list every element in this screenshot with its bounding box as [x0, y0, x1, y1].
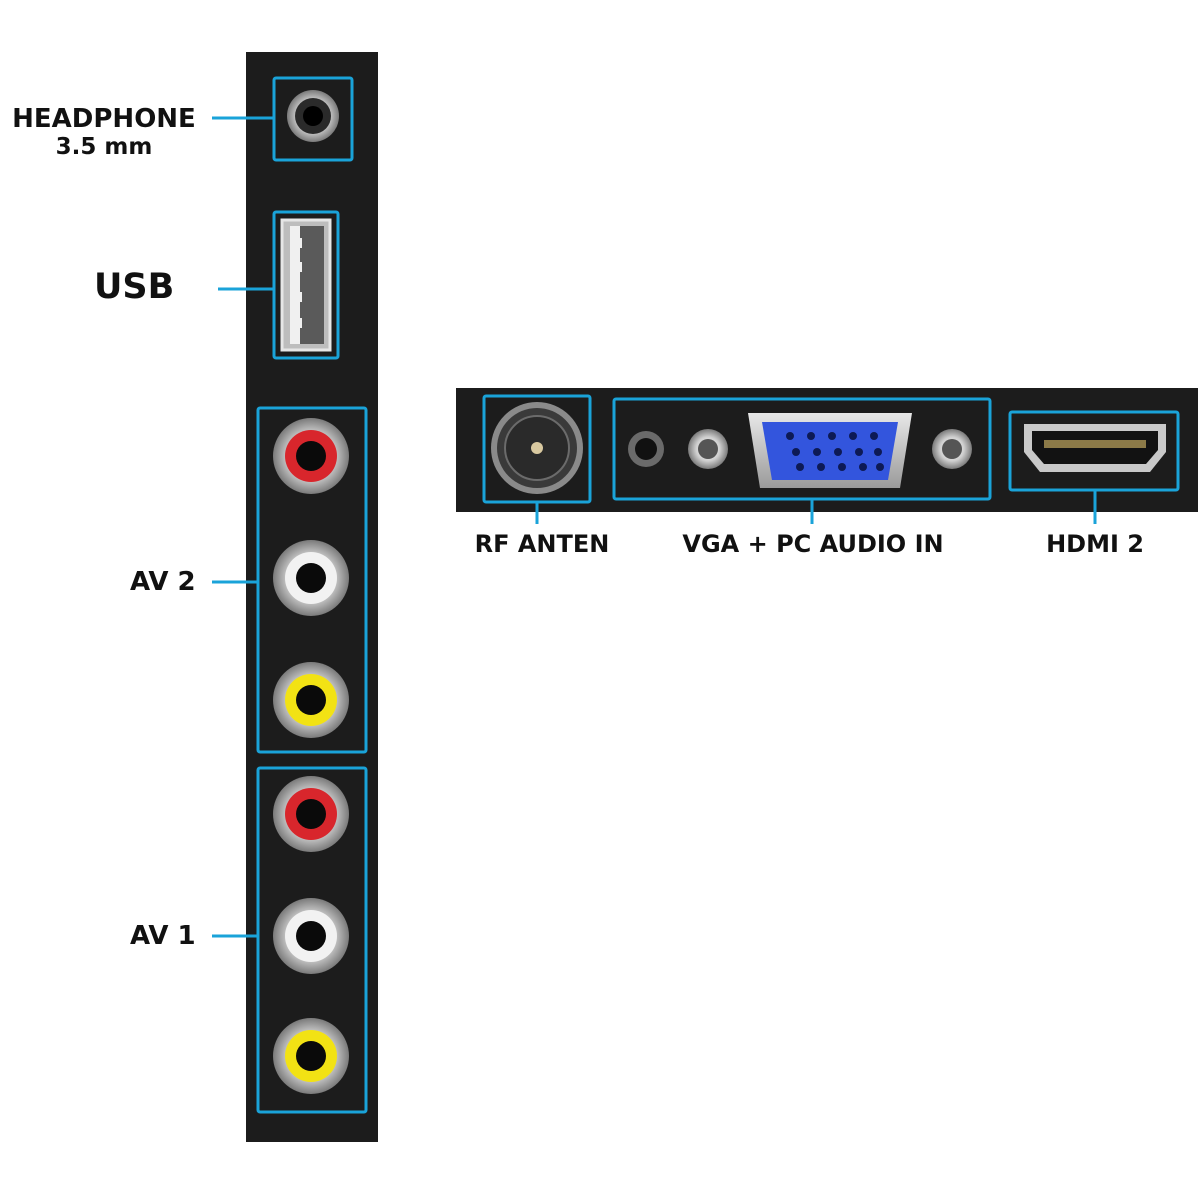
vga-label: VGA + PC AUDIO IN: [682, 530, 944, 558]
av1-port-group: [212, 766, 368, 1114]
headphone-port-group: [212, 76, 354, 162]
av2-label: AV 2: [130, 567, 196, 597]
vga-port-group: [612, 397, 992, 524]
usb-label: USB: [94, 267, 175, 307]
usb-port-group: [218, 210, 340, 360]
vga-port-icon: [748, 413, 912, 488]
vga-screw-left-icon: [688, 429, 728, 469]
rf-port-group: [482, 394, 592, 524]
av2-highlight-box: [256, 406, 368, 754]
av1-label: AV 1: [130, 921, 196, 951]
hdmi-port-group: [1008, 410, 1180, 524]
av2-white-jack-icon: [273, 540, 349, 616]
hdmi-label: HDMI 2: [1046, 530, 1144, 558]
av2-red-jack-icon: [273, 418, 349, 494]
av1-white-jack-icon: [273, 898, 349, 974]
usb-highlight-box: [272, 210, 340, 360]
rf-antenna-port-icon: [491, 402, 583, 494]
vga-highlight-box: [612, 397, 992, 501]
av1-highlight-box: [256, 766, 368, 1114]
pc-audio-jack-icon: [628, 431, 664, 467]
av1-red-jack-icon: [273, 776, 349, 852]
headphone-label: HEADPHONE: [12, 104, 196, 134]
hdmi-port-icon: [1024, 424, 1166, 472]
rf-label: RF ANTEN: [474, 530, 610, 558]
vga-screw-right-icon: [932, 429, 972, 469]
av1-yellow-jack-icon: [273, 1018, 349, 1094]
headphone-size-label: 3.5 mm: [55, 134, 153, 160]
av2-port-group: [212, 406, 368, 754]
av2-yellow-jack-icon: [273, 662, 349, 738]
